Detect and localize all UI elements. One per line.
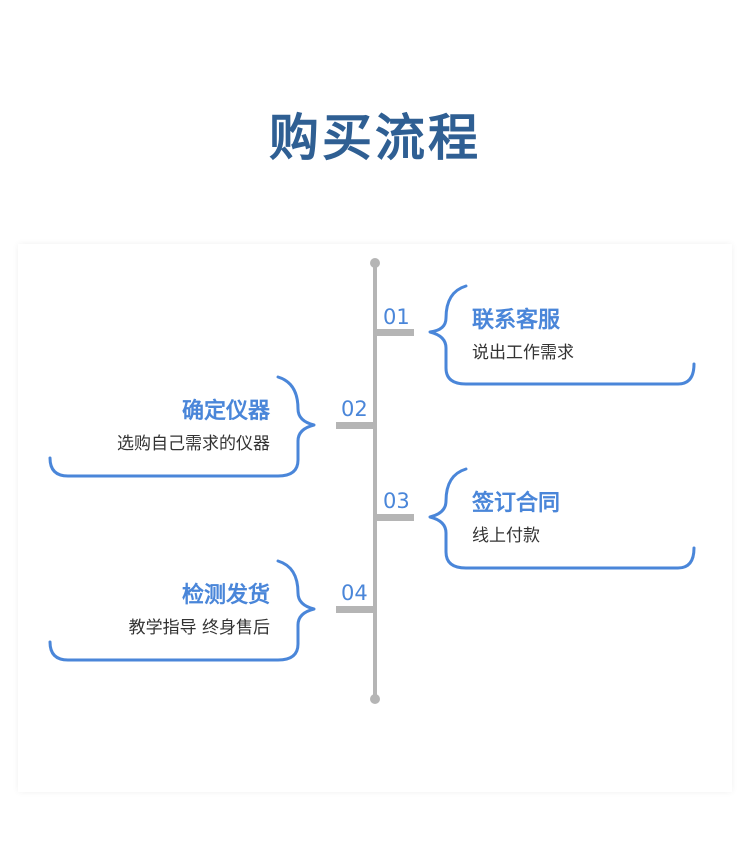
step-3: 03 签订合同 线上付款 [377,467,696,570]
step-2-marker [336,422,373,429]
step-4-number: 04 [341,581,368,605]
step-1-title: 联系客服 [472,307,561,333]
step-2-number: 02 [341,397,368,421]
step-1-number: 01 [383,305,410,329]
step-3-number: 03 [383,489,410,513]
step-2: 02 确定仪器 选购自己需求的仪器 [48,375,373,478]
step-1-marker [377,329,414,336]
step-3-bracket [428,467,696,570]
step-2-desc: 选购自己需求的仪器 [117,434,270,454]
step-3-marker [377,514,414,521]
timeline-end-dot [370,694,380,704]
timeline-start-dot [370,258,380,268]
step-4-marker [336,606,373,613]
step-3-title: 签订合同 [471,490,560,516]
page-title: 购买流程 [269,109,481,167]
step-1: 01 联系客服 说出工作需求 [377,284,696,386]
step-3-desc: 线上付款 [472,526,540,546]
step-2-bracket [48,375,316,478]
step-2-title: 确定仪器 [182,398,271,424]
step-4-desc: 教学指导 终身售后 [129,618,270,638]
step-4-title: 检测发货 [182,582,270,608]
step-4-bracket [48,559,316,662]
step-1-bracket [428,284,696,386]
step-4: 04 检测发货 教学指导 终身售后 [48,559,373,662]
step-1-desc: 说出工作需求 [472,343,574,363]
